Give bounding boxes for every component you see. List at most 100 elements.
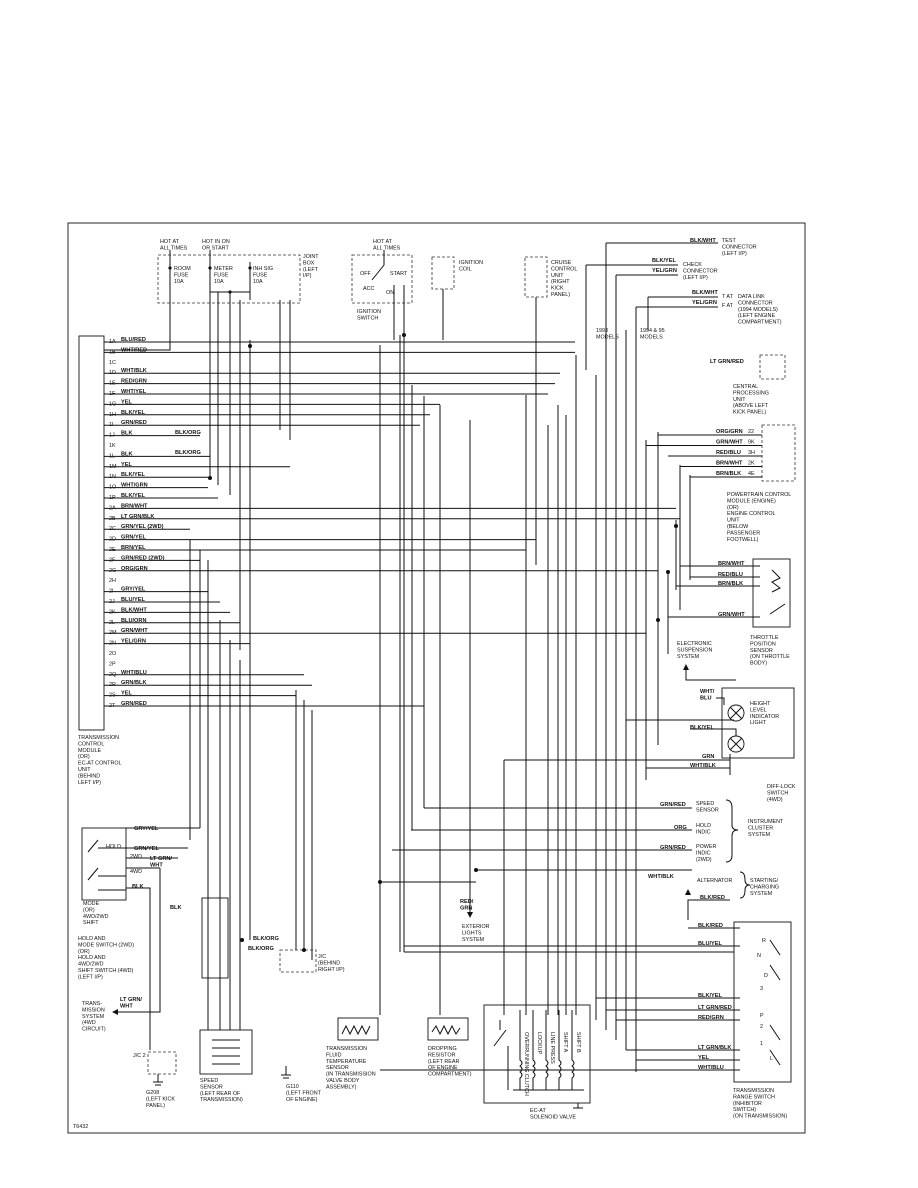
range-wire-row: BLU/YEL <box>404 941 740 947</box>
solenoid-coil <box>558 1010 562 1090</box>
starting-arrow-icon <box>685 889 691 895</box>
solenoid-col-label: OVERRUNNING CLUTCH <box>523 1032 529 1096</box>
range-contacts <box>769 939 781 1066</box>
pcm-pin-label: 2K <box>748 461 755 467</box>
diff-wire-label-a: GRN <box>702 754 714 760</box>
text-line: TRANSMISSION <box>78 735 119 741</box>
tps-pin-row: BRN/BLK <box>676 581 760 587</box>
solenoid-coil <box>532 1010 536 1090</box>
tat-label: T AT <box>722 294 734 300</box>
jc2-label: J/C 2 <box>133 1053 146 1059</box>
hold-wire-label: ORG <box>674 825 687 831</box>
pcm-wire-label: BRN/BLK <box>716 471 741 477</box>
text-line: DATA LINK <box>738 294 765 300</box>
text-line: SENSOR <box>326 1065 349 1071</box>
solenoid-column: LOCKUP <box>532 1010 542 1090</box>
2wd-label: 2WD <box>130 854 142 860</box>
text-line: G208 <box>146 1090 159 1096</box>
text-line: (RIGHT <box>551 279 570 285</box>
tcm-wire-label: GRN/RED <box>121 420 147 426</box>
check-wire-label-b: YEL/GRN <box>652 268 677 274</box>
text-line: LT GRN/ <box>120 997 142 1003</box>
text-line: EC-AT <box>530 1108 546 1114</box>
text-line: ALL TIMES <box>160 245 188 251</box>
text-line: UNIT <box>733 397 746 403</box>
text-line: INSTRUMENT <box>748 819 784 825</box>
text-line: BLU <box>700 695 712 701</box>
text-line: OF ENGINE) <box>286 1097 318 1103</box>
bus-pcm <box>645 432 691 780</box>
esus-arrow-icon <box>683 664 689 670</box>
solenoid-coil <box>545 1010 549 1090</box>
text-line: CONTROL <box>551 266 577 272</box>
text-line: 4WD/2WD <box>83 914 109 920</box>
tps-box <box>752 558 791 628</box>
text-line: SYSTEM <box>462 937 485 943</box>
off-label: OFF <box>360 271 371 277</box>
bus-ignition <box>379 335 405 1015</box>
tps-pin-row: BRN/WHT <box>680 561 760 567</box>
solenoid-column: OVERRUNNING CLUTCH <box>519 1010 529 1096</box>
text-line: TRANSMISSION <box>326 1046 367 1052</box>
text-line: (OR) <box>78 754 90 760</box>
range-wire-label: LT GRN/RED <box>698 1005 732 1011</box>
solenoid-col-label: LINE PRESS <box>549 1032 555 1064</box>
text-line: PANEL) <box>146 1103 165 1109</box>
text-line: OR START <box>202 245 229 251</box>
text-line: JOINT <box>303 254 319 260</box>
dropping-resistor-icon <box>431 1024 461 1036</box>
text-line: WHT <box>120 1003 133 1009</box>
text-line: (BEHIND <box>318 960 340 966</box>
range-letter: 1 <box>760 1041 763 1047</box>
tcm-wire-label: BLK/YEL <box>121 493 146 499</box>
tps-pin-row: RED/BLU <box>690 572 760 578</box>
tcm-wire-label: BLK/YEL <box>121 472 146 478</box>
text-line: 1993 <box>596 328 608 334</box>
text-line: EXTERIOR <box>462 924 490 930</box>
alt-wire-label: WHT/BLK <box>648 874 674 880</box>
tcm-wire-label: WHT/BLU <box>121 670 147 676</box>
ignition-switch-arm <box>371 250 385 281</box>
text-line: 10A <box>253 279 263 285</box>
text-line: SYSTEM <box>748 832 771 838</box>
range-letter: N <box>757 953 761 959</box>
text-line: EC-AT CONTROL <box>78 761 122 767</box>
check-wire-label-a: BLK/YEL <box>652 258 677 264</box>
pcm-pin-label: 4E <box>748 471 755 477</box>
tcm-wire-label: RED/GRN <box>121 379 147 385</box>
text-line: KICK <box>551 286 564 292</box>
text-line: FLUID <box>326 1052 342 1058</box>
range-wire-row: WHT/BLU <box>380 1065 740 1071</box>
room-fuse-dot <box>168 266 172 270</box>
height-lamp-icon-a <box>727 704 745 722</box>
text-line: CONNECTOR <box>722 244 757 250</box>
text-line: ROOM <box>174 266 191 272</box>
text-line: HOT AT <box>373 239 393 245</box>
tcm-pin-label: 1C <box>109 360 116 366</box>
tcm-wire-label: GRN/RED (2WD) <box>121 555 165 561</box>
text-line: HOT AT <box>160 239 180 245</box>
fluid-temp-box <box>337 1017 379 1041</box>
text-line: LEFT I/P) <box>78 780 101 786</box>
text-line: ELECTRONIC <box>677 641 712 647</box>
text-line: INH SIG <box>253 266 273 272</box>
pcm-pin-label: 9K <box>748 440 755 446</box>
